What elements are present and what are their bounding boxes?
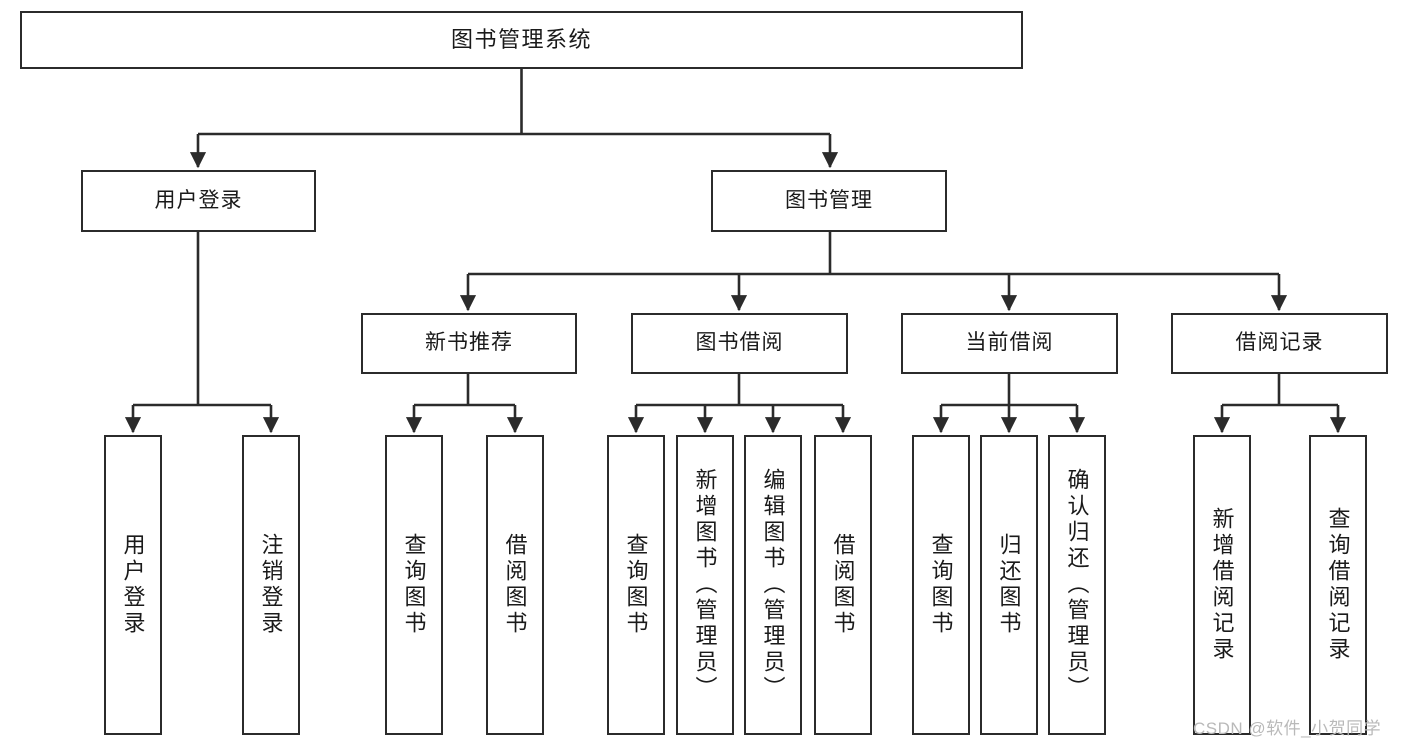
node-book-manage-label: 图书管理 bbox=[785, 188, 873, 212]
node-leaf-edit-book-label: 编辑图书（管理员） bbox=[760, 468, 786, 702]
node-borrow-record[interactable]: 借阅记录 bbox=[1171, 313, 1388, 374]
node-user-login[interactable]: 用户登录 bbox=[81, 170, 316, 232]
node-leaf-borrow-book-2[interactable]: 借阅图书 bbox=[814, 435, 872, 735]
node-borrow-record-label: 借阅记录 bbox=[1235, 331, 1324, 355]
node-leaf-user-login-label: 用户登录 bbox=[120, 533, 146, 637]
node-leaf-query-book-3-label: 查询图书 bbox=[928, 533, 954, 637]
node-leaf-confirm-return[interactable]: 确认归还（管理员） bbox=[1048, 435, 1106, 735]
node-leaf-add-book-label: 新增图书（管理员） bbox=[692, 468, 718, 702]
node-leaf-edit-book[interactable]: 编辑图书（管理员） bbox=[744, 435, 802, 735]
node-leaf-query-book-3[interactable]: 查询图书 bbox=[912, 435, 970, 735]
node-current-borrow-label: 当前借阅 bbox=[965, 331, 1054, 355]
node-leaf-logout-label: 注销登录 bbox=[258, 533, 284, 637]
node-leaf-borrow-book-1-label: 借阅图书 bbox=[502, 533, 528, 637]
node-leaf-add-book[interactable]: 新增图书（管理员） bbox=[676, 435, 734, 735]
node-leaf-borrow-book-1[interactable]: 借阅图书 bbox=[486, 435, 544, 735]
node-leaf-query-book-2[interactable]: 查询图书 bbox=[607, 435, 665, 735]
node-new-book-recommend-label: 新书推荐 bbox=[425, 331, 513, 355]
node-user-login-label: 用户登录 bbox=[154, 188, 243, 212]
node-root[interactable]: 图书管理系统 bbox=[20, 11, 1023, 69]
node-leaf-add-record-label: 新增借阅记录 bbox=[1209, 507, 1235, 663]
node-leaf-logout[interactable]: 注销登录 bbox=[242, 435, 300, 735]
node-current-borrow[interactable]: 当前借阅 bbox=[901, 313, 1118, 374]
node-leaf-user-login[interactable]: 用户登录 bbox=[104, 435, 162, 735]
node-leaf-borrow-book-2-label: 借阅图书 bbox=[830, 533, 856, 637]
node-leaf-query-record[interactable]: 查询借阅记录 bbox=[1309, 435, 1367, 735]
node-leaf-return-book-label: 归还图书 bbox=[996, 533, 1022, 637]
node-leaf-query-book-1-label: 查询图书 bbox=[401, 533, 427, 637]
node-new-book-recommend[interactable]: 新书推荐 bbox=[361, 313, 577, 374]
node-leaf-query-book-1[interactable]: 查询图书 bbox=[385, 435, 443, 735]
node-root-label: 图书管理系统 bbox=[450, 27, 592, 53]
node-leaf-add-record[interactable]: 新增借阅记录 bbox=[1193, 435, 1251, 735]
node-leaf-return-book[interactable]: 归还图书 bbox=[980, 435, 1038, 735]
node-book-borrow-label: 图书借阅 bbox=[695, 331, 784, 355]
node-book-borrow[interactable]: 图书借阅 bbox=[631, 313, 848, 374]
csdn-watermark: CSDN @软件_小贺同学 bbox=[1193, 719, 1382, 738]
node-book-manage[interactable]: 图书管理 bbox=[711, 170, 947, 232]
node-leaf-query-book-2-label: 查询图书 bbox=[623, 533, 649, 637]
node-leaf-query-record-label: 查询借阅记录 bbox=[1325, 507, 1351, 663]
node-leaf-confirm-return-label: 确认归还（管理员） bbox=[1064, 468, 1090, 702]
